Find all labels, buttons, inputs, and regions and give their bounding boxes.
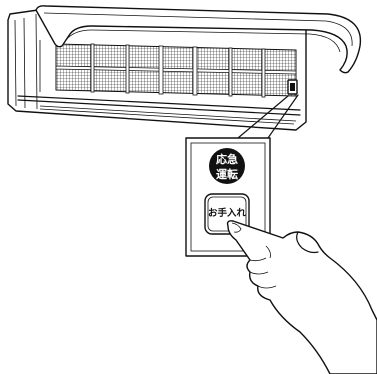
unit-side-button (288, 80, 297, 94)
filter-frame-divider (262, 49, 265, 97)
filter-frame-divider (193, 47, 197, 95)
emergency-label-line-2: 運転 (216, 167, 238, 181)
hand-outline (228, 221, 377, 374)
filter-frame-divider (91, 44, 94, 92)
care-button-label: お手入れ (208, 207, 247, 219)
emergency-label-line-1: 応急 (216, 152, 238, 166)
unit-button-switch (290, 83, 295, 91)
emergency-operation-button: 応急 運転 (209, 148, 245, 184)
filter-frame-divider (159, 46, 163, 94)
filter-frame-divider (126, 45, 129, 93)
air-filters (56, 44, 296, 97)
indoor-unit (8, 6, 360, 130)
filter-frame-divider (229, 48, 232, 96)
pointing-hand-icon (228, 221, 377, 374)
